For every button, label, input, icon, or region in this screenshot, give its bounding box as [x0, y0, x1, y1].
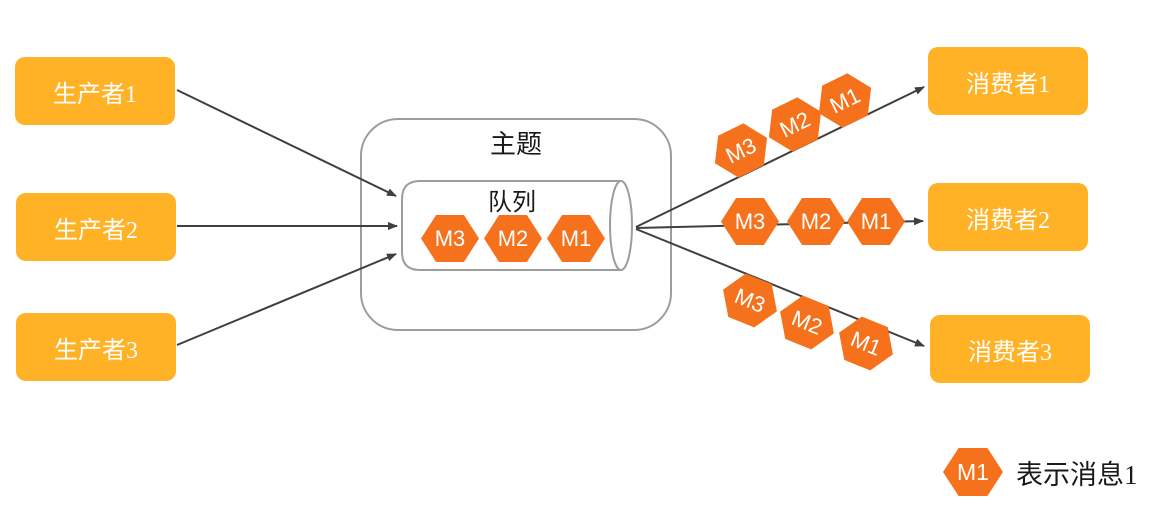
consumer-node-1: 消费者1 — [928, 47, 1088, 115]
flow3-message-hexagon-m3: M3 — [714, 268, 785, 333]
flow1-message-hexagon-m3: M3 — [705, 117, 778, 185]
legend-label: 表示消息1 — [1016, 460, 1138, 490]
topic-label: 主题 — [489, 130, 542, 159]
flow2-message-hexagon-m3: M3 — [721, 198, 779, 245]
producer-node-2: 生产者2 — [16, 193, 176, 261]
flow3-message-hexagon-m1: M1 — [830, 311, 901, 376]
consumer-node-2: 消费者2 — [928, 183, 1088, 251]
producer-node-3: 生产者3 — [16, 313, 176, 381]
flow3-message-hexagon-m2: M2 — [771, 290, 842, 355]
producer-node-1: 生产者1 — [15, 57, 175, 125]
flow2-message-hexagon-m2: M2 — [787, 198, 845, 245]
consumer-node-3: 消费者3 — [930, 315, 1090, 383]
flow2-message-hexagon-m1: M1 — [847, 198, 905, 245]
queue-label: 队列 — [488, 190, 536, 216]
legend-message-hexagon: M1 — [943, 448, 1003, 496]
